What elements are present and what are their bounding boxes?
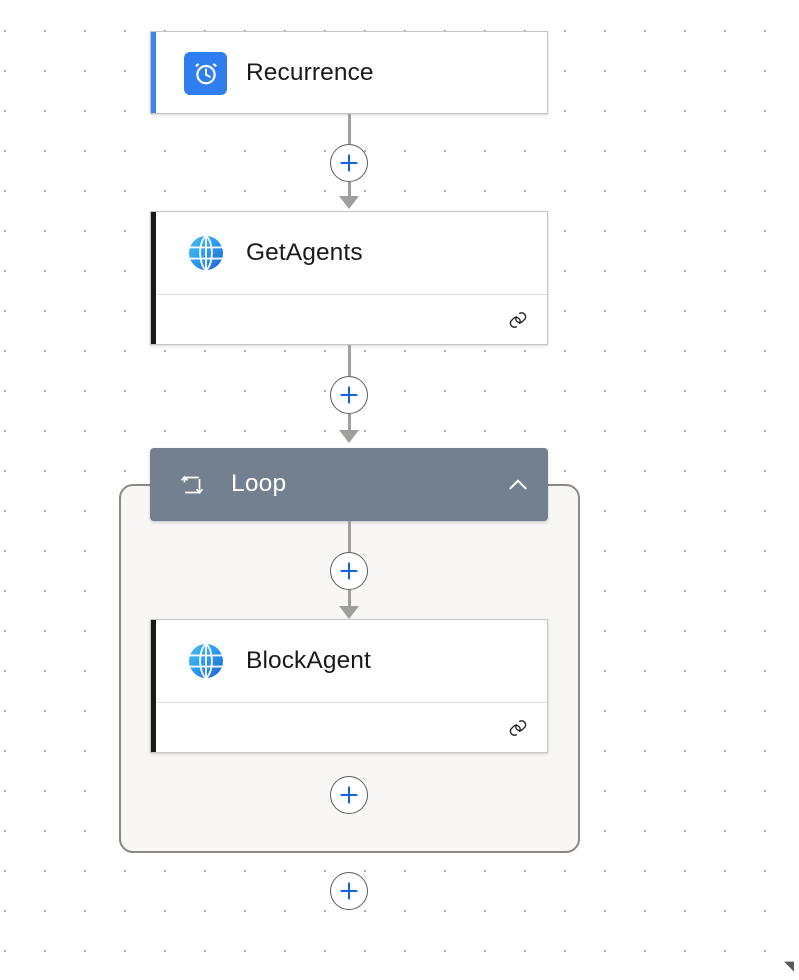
plus-icon (340, 562, 358, 580)
add-step-button-1[interactable] (330, 144, 368, 182)
node-header: Recurrence (151, 32, 547, 113)
add-step-button-5[interactable] (330, 872, 368, 910)
node-recurrence[interactable]: Recurrence (150, 31, 548, 114)
node-get-agents[interactable]: GetAgents (150, 211, 548, 345)
globe-icon (184, 232, 227, 275)
link-chain-icon[interactable] (505, 715, 531, 741)
connector-line (347, 414, 351, 431)
node-footer (151, 294, 547, 344)
plus-icon (340, 786, 358, 804)
loop-title: Loop (231, 470, 287, 498)
node-header: GetAgents (151, 212, 547, 294)
arrow-head-icon (339, 430, 359, 443)
node-footer (151, 702, 547, 752)
connector-line (347, 182, 351, 197)
resize-cursor-icon: ◥ (784, 958, 794, 973)
arrow-head-icon (339, 196, 359, 209)
add-step-button-2[interactable] (330, 376, 368, 414)
node-accent-bar (151, 620, 156, 752)
node-accent-bar (151, 212, 156, 344)
node-title: BlockAgent (246, 646, 371, 674)
chevron-up-icon[interactable] (503, 470, 533, 500)
plus-icon (340, 386, 358, 404)
node-accent-bar (151, 32, 156, 113)
connector-line (347, 345, 351, 376)
plus-icon (340, 882, 358, 900)
alarm-clock-icon (184, 51, 227, 95)
repeat-loop-icon (178, 471, 206, 499)
node-title: Recurrence (246, 58, 374, 86)
globe-icon (184, 640, 227, 683)
plus-icon (340, 154, 358, 172)
loop-header[interactable]: Loop (150, 448, 548, 521)
add-step-button-4[interactable] (330, 776, 368, 814)
node-title: GetAgents (246, 238, 363, 266)
node-header: BlockAgent (151, 620, 547, 702)
connector-line (347, 114, 351, 144)
node-block-agent[interactable]: BlockAgent (150, 619, 548, 753)
link-chain-icon[interactable] (505, 307, 531, 333)
add-step-button-3[interactable] (330, 552, 368, 590)
